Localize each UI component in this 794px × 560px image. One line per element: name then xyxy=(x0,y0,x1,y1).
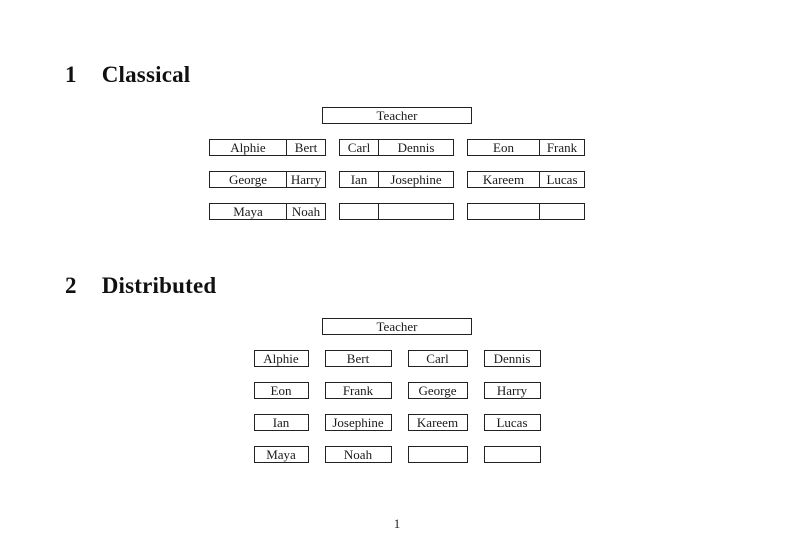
seat-cell: Maya xyxy=(266,447,296,462)
desk: Ian xyxy=(253,414,309,431)
section-2-heading: 2 Distributed xyxy=(65,274,216,297)
empty-desk xyxy=(339,203,454,220)
seat-cell: Alphie xyxy=(263,351,299,366)
desk: Ian Josephine xyxy=(339,171,454,188)
distributed-column-3: Carl George Kareem xyxy=(407,350,468,463)
distributed-desk-grid: Alphie Eon Ian Maya Bert Frank xyxy=(253,350,541,463)
seat-cell: Eon xyxy=(468,140,540,155)
distributed-column-2: Bert Frank Josephine Noah xyxy=(324,350,392,463)
seat-cell: Noah xyxy=(291,204,321,219)
desk: Carl xyxy=(407,350,468,367)
classical-seating-diagram: Teacher Alphie Bert George Harry Maya No… xyxy=(0,107,794,220)
seat-cell: George xyxy=(210,172,287,187)
teacher-label: Teacher xyxy=(376,319,418,334)
empty-seat-cell xyxy=(468,204,540,219)
distributed-seating-diagram: Teacher Alphie Eon Ian Maya Bert xyxy=(0,318,794,463)
seat-cell: Carl xyxy=(426,351,449,366)
seat-cell: Dennis xyxy=(493,351,531,366)
seat-cell: Eon xyxy=(270,383,292,398)
teacher-label: Teacher xyxy=(376,108,418,123)
desk: Frank xyxy=(324,382,392,399)
seat-cell: Bert xyxy=(346,351,370,366)
seat-cell: Bert xyxy=(294,140,318,155)
seat-cell: Frank xyxy=(546,140,578,155)
seat-cell: Lucas xyxy=(546,172,578,187)
seat-cell: Kareem xyxy=(468,172,540,187)
seat-cell: Josephine xyxy=(390,172,442,187)
desk: Lucas xyxy=(483,414,541,431)
desk: Kareem xyxy=(407,414,468,431)
empty-desk xyxy=(483,446,541,463)
seat-cell: Carl xyxy=(340,140,379,155)
desk: Maya Noah xyxy=(209,203,326,220)
desk: Harry xyxy=(483,382,541,399)
desk: Alphie Bert xyxy=(209,139,326,156)
distributed-column-1: Alphie Eon Ian Maya xyxy=(253,350,309,463)
seat-cell: George xyxy=(418,383,457,398)
desk: Noah xyxy=(324,446,392,463)
desk: George xyxy=(407,382,468,399)
desk: Eon Frank xyxy=(467,139,585,156)
seat-cell: Ian xyxy=(340,172,379,187)
seat-cell: Harry xyxy=(496,383,528,398)
empty-desk xyxy=(467,203,585,220)
seat-cell: Frank xyxy=(342,383,374,398)
classical-desk-grid: Alphie Bert George Harry Maya Noah Carl … xyxy=(209,139,585,220)
page-number: 1 xyxy=(393,516,401,531)
empty-seat-cell xyxy=(379,204,453,219)
desk: Josephine xyxy=(324,414,392,431)
seat-cell: Kareem xyxy=(416,415,459,430)
seat-cell: Dennis xyxy=(397,140,435,155)
desk: Alphie xyxy=(253,350,309,367)
desk: Eon xyxy=(253,382,309,399)
seat-cell: Ian xyxy=(272,415,290,430)
classical-column-1: Alphie Bert George Harry Maya Noah xyxy=(209,139,326,220)
seat-cell: Maya xyxy=(210,204,287,219)
teacher-box: Teacher xyxy=(322,318,472,335)
section-1-title: Classical xyxy=(101,62,191,87)
classical-column-2: Carl Dennis Ian Josephine xyxy=(339,139,454,220)
desk: Maya xyxy=(253,446,309,463)
distributed-column-4: Dennis Harry Lucas xyxy=(483,350,541,463)
teacher-box: Teacher xyxy=(322,107,472,124)
empty-seat-cell xyxy=(409,447,467,462)
empty-desk xyxy=(407,446,468,463)
section-1-heading: 1 Classical xyxy=(65,63,190,86)
desk: Dennis xyxy=(483,350,541,367)
seat-cell: Lucas xyxy=(496,415,528,430)
section-2-title: Distributed xyxy=(101,273,217,298)
seat-cell: Noah xyxy=(343,447,373,462)
desk: Carl Dennis xyxy=(339,139,454,156)
section-1-number: 1 xyxy=(65,62,77,87)
desk: Bert xyxy=(324,350,392,367)
desk: Kareem Lucas xyxy=(467,171,585,188)
empty-seat-cell xyxy=(540,204,584,219)
empty-seat-cell xyxy=(485,447,540,462)
empty-seat-cell xyxy=(340,204,379,219)
classical-column-3: Eon Frank Kareem Lucas xyxy=(467,139,585,220)
seat-cell: Alphie xyxy=(210,140,287,155)
seat-cell: Josephine xyxy=(332,415,384,430)
seat-cell: Harry xyxy=(290,172,322,187)
section-2-number: 2 xyxy=(65,273,77,298)
desk: George Harry xyxy=(209,171,326,188)
